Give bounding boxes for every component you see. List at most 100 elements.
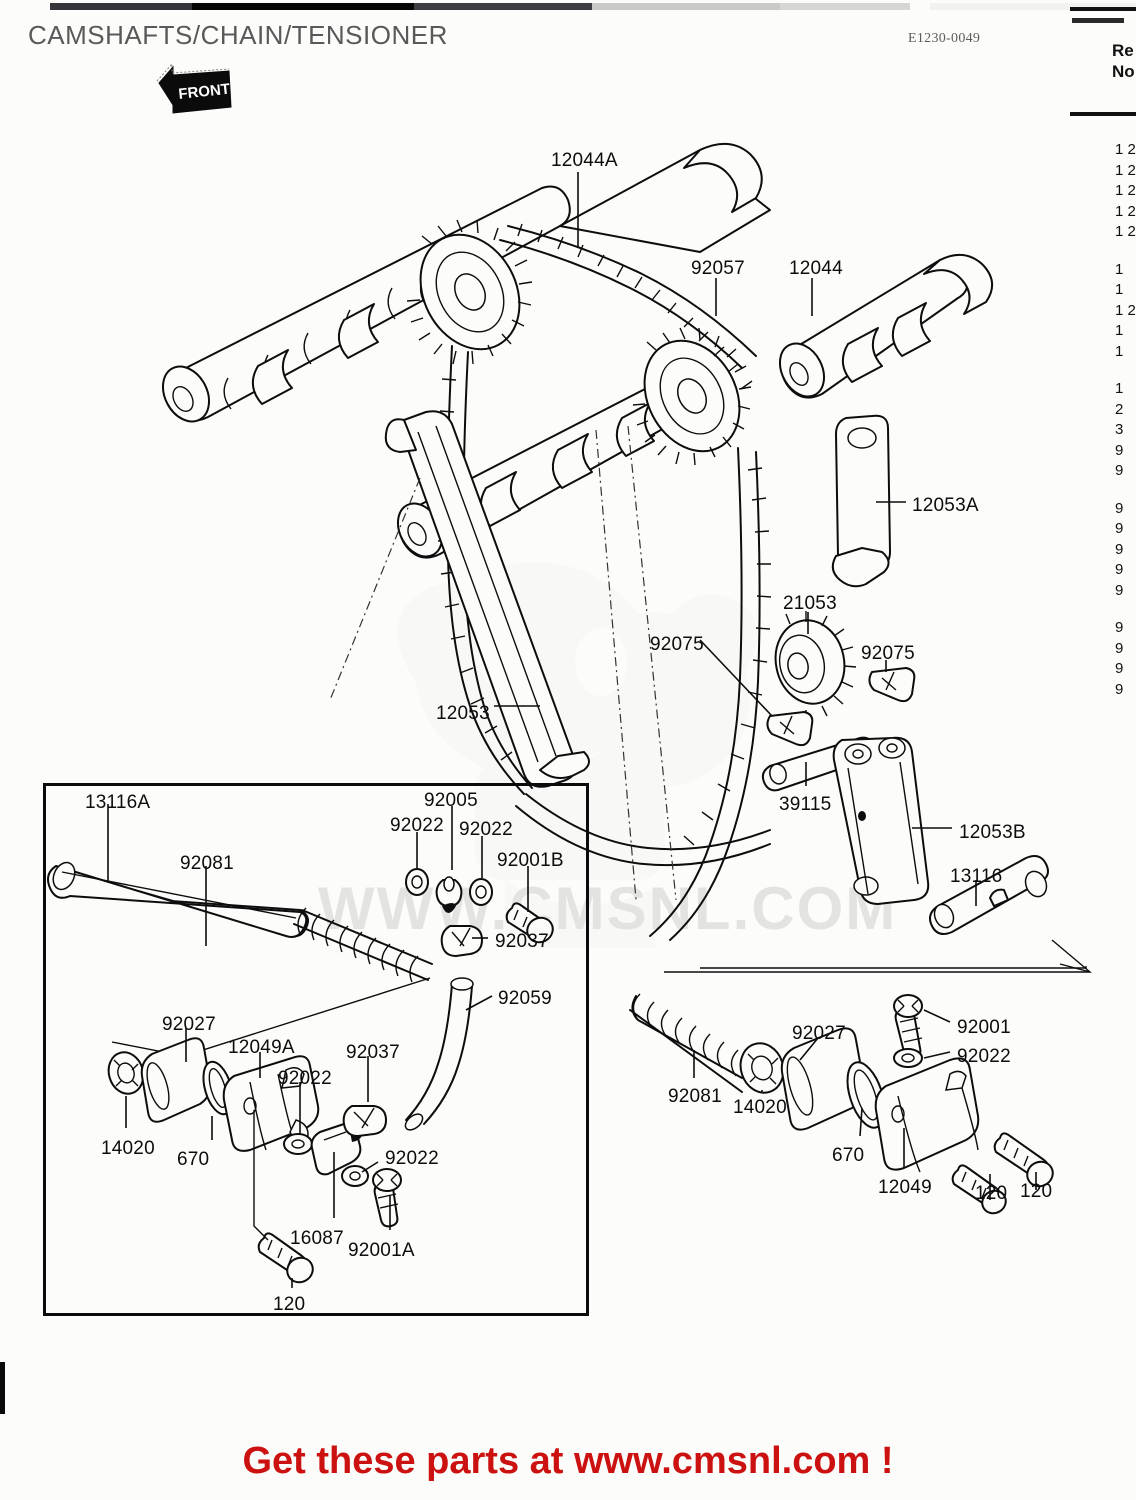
parts-panel-row: 2: [1115, 400, 1124, 418]
cluster-92005: [405, 868, 554, 957]
tensioner-wheel-21053: [774, 611, 857, 721]
callout-92075-right: 92075: [861, 643, 915, 664]
callout-92001b: 92001B: [497, 850, 564, 871]
inset-detail-box: [43, 783, 589, 1316]
callout-92001a: 92001A: [348, 1240, 415, 1261]
sleeve-92027-lr: [780, 1027, 866, 1131]
bolt-120-inset: [257, 1232, 314, 1284]
parts-panel-row: 1: [1115, 260, 1124, 278]
parts-panel-row: 9: [1115, 581, 1124, 599]
callout-92022-c: 92022: [278, 1068, 332, 1089]
top-rule-segment-3: [414, 3, 592, 10]
callout-92022-d: 92022: [385, 1148, 439, 1169]
body-12049-lr: [874, 1057, 980, 1173]
callout-13116: 13116: [950, 866, 1003, 887]
parts-panel-row: 1 2: [1115, 202, 1136, 220]
callout-92057: 92057: [691, 258, 745, 279]
cap-14020-inset: [107, 1051, 145, 1095]
panel-rule-top: [1070, 7, 1136, 11]
top-rule-right-mark: [1072, 18, 1124, 23]
timing-chain: [436, 223, 772, 941]
inset-drawing: [47, 861, 554, 1284]
parts-panel-row: 9: [1115, 561, 1124, 578]
callout-670-inset: 670: [177, 1149, 210, 1170]
front-direction-badge: FRONT: [143, 55, 243, 117]
tensioner-arm-12053a: [831, 414, 891, 588]
parts-panel-header-line2: No: [1112, 62, 1135, 81]
top-rule-segment-4: [592, 3, 780, 10]
parts-panel-group-2: 1 2 3 9 9: [1115, 379, 1136, 482]
parts-panel-row: 9: [1115, 639, 1124, 657]
tensioner-body-12053b: [832, 736, 930, 905]
parts-panel-row: 1 2: [1115, 301, 1136, 319]
callout-120-inset: 120: [273, 1294, 306, 1315]
top-rule-segment-5: [780, 3, 910, 10]
top-rule-segment-2: [192, 3, 414, 10]
bolt-120-a-lr: [993, 1132, 1054, 1188]
parts-panel-row: 1 2: [1115, 223, 1136, 240]
parts-panel-header: Re No: [1112, 40, 1135, 82]
callout-92037-a: 92037: [495, 931, 549, 952]
callout-12044a: 12044A: [551, 150, 618, 171]
washer-92022-inset-right: [341, 1165, 369, 1187]
damper-92075-left: [766, 711, 814, 747]
parts-panel-row: 9: [1115, 540, 1124, 558]
fitting-92037-inset: [342, 1105, 387, 1137]
camshaft-right: [778, 253, 993, 399]
parts-reference-panel: [1060, 0, 1136, 800]
parts-panel-row: 1: [1115, 380, 1124, 397]
parts-panel-row: 3: [1115, 421, 1124, 438]
callout-12044: 12044: [789, 258, 843, 279]
parts-panel-row: 9: [1115, 680, 1124, 698]
callout-92022-b: 92022: [459, 819, 513, 840]
callout-12053b: 12053B: [959, 822, 1026, 843]
parts-panel-row: 9: [1115, 660, 1124, 677]
callout-92027-inset: 92027: [162, 1014, 216, 1035]
parts-panel-row: 1: [1115, 342, 1124, 360]
shaft-13116a: [47, 861, 309, 938]
cam-sprocket-right: [632, 327, 752, 466]
callout-13116a: 13116A: [85, 792, 151, 813]
callout-21053: 21053: [783, 593, 837, 614]
callout-120-a: 120: [975, 1183, 1008, 1204]
hose-92059: [404, 977, 474, 1131]
cap-14020-lr: [739, 1042, 785, 1094]
parts-panel-row: 9: [1115, 441, 1124, 459]
callout-16087: 16087: [290, 1228, 344, 1249]
callout-14020-inset: 14020: [101, 1138, 155, 1159]
callout-92081-inset: 92081: [180, 853, 234, 874]
leader-lines: [107, 172, 1037, 1288]
footer-promo-text: Get these parts at www.cmsnl.com !: [242, 1440, 894, 1482]
spring-92081-inset: [293, 907, 433, 983]
bolt-92001a: [372, 1168, 402, 1228]
callout-12053a: 12053A: [912, 495, 979, 516]
bolt-120-b-lr: [951, 1164, 1007, 1215]
callout-92022-lr: 92022: [957, 1046, 1011, 1067]
exploded-tensioner-right: [629, 993, 1054, 1215]
spring-92081-lr: [629, 993, 743, 1093]
front-badge-text: FRONT: [178, 81, 231, 103]
top-rule-segment-6: [930, 3, 1136, 10]
callout-92037-b: 92037: [346, 1042, 400, 1063]
parts-panel-row: 9: [1115, 520, 1124, 537]
callout-12049a: 12049A: [228, 1037, 295, 1058]
panel-rule-under-header: [1070, 112, 1136, 116]
callout-92075-left: 92075: [650, 634, 704, 655]
construction-lines: [329, 425, 677, 901]
callout-92022-a: 92022: [390, 815, 444, 836]
callout-39115: 39115: [779, 794, 832, 815]
parts-panel-row: 1 2: [1115, 161, 1136, 179]
callout-92005: 92005: [424, 790, 478, 811]
callout-14020-lr: 14020: [733, 1097, 787, 1118]
callout-12049: 12049: [878, 1177, 932, 1198]
parts-panel-row: 9: [1115, 462, 1124, 479]
callout-92027-lr: 92027: [792, 1023, 846, 1044]
chain-guide-12053: [384, 410, 590, 788]
cam-sprocket-left: [406, 219, 533, 365]
parts-panel-row: 1: [1115, 281, 1124, 298]
